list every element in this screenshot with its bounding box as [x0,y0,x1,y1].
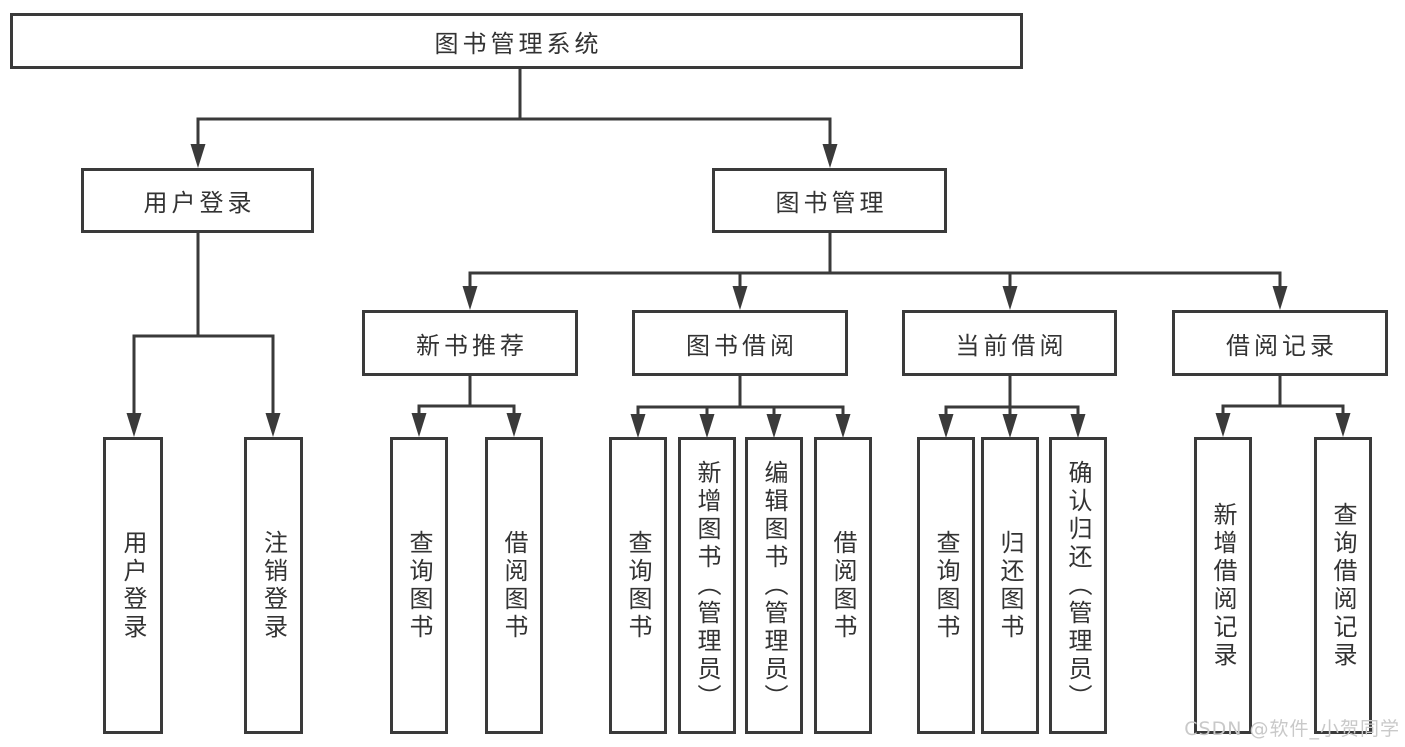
leaf-records-add-record-label: 新增借阅记录 [1209,501,1237,670]
leaf-records-add-record: 新增借阅记录 [1194,437,1252,734]
leaf-current-query-books-label: 查询图书 [932,529,960,642]
node-root-label: 图书管理系统 [434,29,603,58]
leaf-current-confirm-return-admin-label: 确认归还（管理员） [1064,459,1092,712]
leaf-current-confirm-return-admin: 确认归还（管理员） [1049,437,1107,734]
leaf-current-return-books-label: 归还图书 [996,529,1024,642]
leaf-user-login-label: 用户登录 [119,529,147,642]
node-borrow-records-label: 借阅记录 [1226,331,1338,360]
leaf-borrow-query-books: 查询图书 [609,437,667,734]
leaf-logout: 注销登录 [244,437,303,734]
leaf-borrow-edit-books-admin-label: 编辑图书（管理员） [760,459,788,712]
leaf-borrow-borrow-books-label: 借阅图书 [829,529,857,642]
node-borrow-records: 借阅记录 [1172,310,1388,376]
leaf-recommend-query-books: 查询图书 [390,437,448,734]
node-book-management: 图书管理 [712,168,947,233]
leaf-records-query-record: 查询借阅记录 [1314,437,1372,734]
leaf-borrow-borrow-books: 借阅图书 [814,437,872,734]
leaf-logout-label: 注销登录 [259,529,288,642]
leaf-borrow-add-books-admin-label: 新增图书（管理员） [693,459,721,712]
node-root: 图书管理系统 [10,13,1023,69]
node-book-borrow: 图书借阅 [632,310,848,376]
node-user-login: 用户登录 [81,168,314,233]
leaf-recommend-borrow-books-label: 借阅图书 [500,529,528,642]
node-current-borrow-label: 当前借阅 [955,331,1068,360]
node-user-login-label: 用户登录 [143,189,256,217]
node-book-management-label: 图书管理 [775,189,888,217]
leaf-user-login: 用户登录 [103,437,163,734]
csdn-watermark: CSDN @软件_小贺同学 [1184,718,1400,740]
leaf-borrow-edit-books-admin: 编辑图书（管理员） [745,437,803,734]
leaf-recommend-query-books-label: 查询图书 [405,529,433,642]
node-new-book-recommend-label: 新书推荐 [416,331,528,360]
leaf-recommend-borrow-books: 借阅图书 [485,437,543,734]
leaf-current-query-books: 查询图书 [917,437,975,734]
leaf-current-return-books: 归还图书 [981,437,1039,734]
node-current-borrow: 当前借阅 [902,310,1117,376]
leaf-records-query-record-label: 查询借阅记录 [1329,501,1357,670]
node-book-borrow-label: 图书借阅 [686,331,798,360]
node-new-book-recommend: 新书推荐 [362,310,578,376]
leaf-borrow-add-books-admin: 新增图书（管理员） [678,437,736,734]
leaf-borrow-query-books-label: 查询图书 [624,529,652,642]
